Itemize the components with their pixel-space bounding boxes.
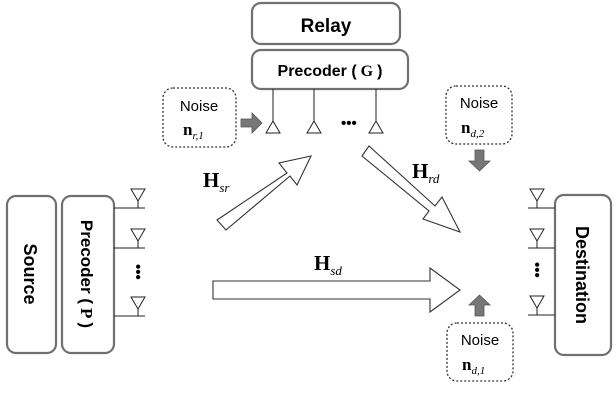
destination-noise-top: Noise nd,2 xyxy=(445,85,513,172)
destination-antenna-icon xyxy=(529,228,545,242)
channel-rd: Hrd xyxy=(361,145,462,233)
destination-antenna-ellipsis: ••• xyxy=(528,262,545,278)
channel-sr-subscript: sr xyxy=(219,180,230,195)
channel-rd-h: H xyxy=(412,159,428,183)
source-antenna-icon xyxy=(130,188,146,202)
source-antennas: ••• xyxy=(114,188,146,317)
dest-noise-top-symbol: nd,2 xyxy=(461,118,485,140)
source-antenna-ellipsis: ••• xyxy=(129,264,146,280)
source-precoder-close: ) xyxy=(77,322,96,328)
source-precoder-label: Precoder ( P) xyxy=(77,220,96,328)
relay-precoder-symbol: G xyxy=(361,63,374,80)
channel-sr-h: H xyxy=(203,168,219,192)
channel-sd-h: H xyxy=(314,251,330,275)
relay-antenna-icon xyxy=(368,120,384,134)
source-antenna-icon xyxy=(130,228,146,242)
relay-precoder-box xyxy=(250,48,410,91)
relay-noise-arrow-icon xyxy=(240,112,263,134)
relay-precoder-close: ) xyxy=(377,63,382,80)
channel-sr-arrow-icon xyxy=(216,155,312,231)
source-box xyxy=(5,194,58,355)
dest-noise-bottom-label: Noise xyxy=(461,332,499,349)
relay-noise-n: n xyxy=(183,120,193,139)
channel-sr-label: Hsr xyxy=(203,168,230,195)
relay-noise-symbol: nr,1 xyxy=(183,120,204,142)
relay-title: Relay xyxy=(301,16,352,37)
dest-noise-top-arrow-icon xyxy=(468,149,491,172)
source-precoder-symbol: P xyxy=(77,308,96,318)
relay-box xyxy=(250,1,402,46)
source-antenna-icon xyxy=(130,296,146,310)
relay-antenna-icon xyxy=(265,120,281,134)
dest-noise-bottom-symbol: nd,1 xyxy=(462,355,485,377)
dest-noise-bottom-arrow-icon xyxy=(468,294,491,317)
source-precoder-text: Precoder ( xyxy=(77,220,96,304)
channel-sr: Hsr xyxy=(203,155,312,231)
relay-antenna-ellipsis: ••• xyxy=(341,115,357,132)
source-title: Source xyxy=(20,243,40,304)
destination-antenna-icon xyxy=(529,295,545,309)
relay-noise: Noise nr,1 xyxy=(162,87,263,148)
relay-noise-subscript: r,1 xyxy=(192,130,203,142)
destination-title: Destination xyxy=(572,226,592,324)
dest-noise-top-subscript: d,2 xyxy=(470,128,484,140)
dest-noise-bottom-n: n xyxy=(462,355,472,374)
destination-antennas: ••• xyxy=(528,188,555,316)
destination-node: Destination ••• xyxy=(528,188,613,357)
dest-noise-top-box xyxy=(445,85,513,145)
source-node: Source Precoder ( P) ••• xyxy=(5,188,146,355)
dest-noise-top-label: Noise xyxy=(460,95,498,112)
source-precoder-box xyxy=(60,194,116,355)
dest-noise-top-n: n xyxy=(461,118,471,137)
relay-precoder-label: Precoder (G) xyxy=(278,63,383,80)
destination-box xyxy=(553,193,613,357)
destination-noise-bottom: Noise nd,1 xyxy=(446,294,514,382)
dest-noise-bottom-box xyxy=(446,322,514,382)
channel-rd-subscript: rd xyxy=(428,171,440,186)
relay-node: Relay Precoder (G) ••• xyxy=(250,1,410,134)
relay-antennas: ••• xyxy=(265,89,384,134)
relay-precoder-text: Precoder ( xyxy=(278,63,358,80)
channel-sd-arrow-icon xyxy=(212,266,461,314)
channel-sd-subscript: sd xyxy=(330,263,342,278)
channel-rd-arrow-icon xyxy=(361,145,462,233)
channel-sd-label: Hsd xyxy=(314,251,342,278)
relay-noise-box xyxy=(162,87,237,148)
relay-antenna-icon xyxy=(306,120,322,134)
channel-sd: Hsd xyxy=(212,251,461,314)
destination-antenna-icon xyxy=(529,188,545,202)
relay-noise-label: Noise xyxy=(180,98,218,115)
dest-noise-bottom-subscript: d,1 xyxy=(471,365,485,377)
channel-rd-label: Hrd xyxy=(412,159,440,186)
